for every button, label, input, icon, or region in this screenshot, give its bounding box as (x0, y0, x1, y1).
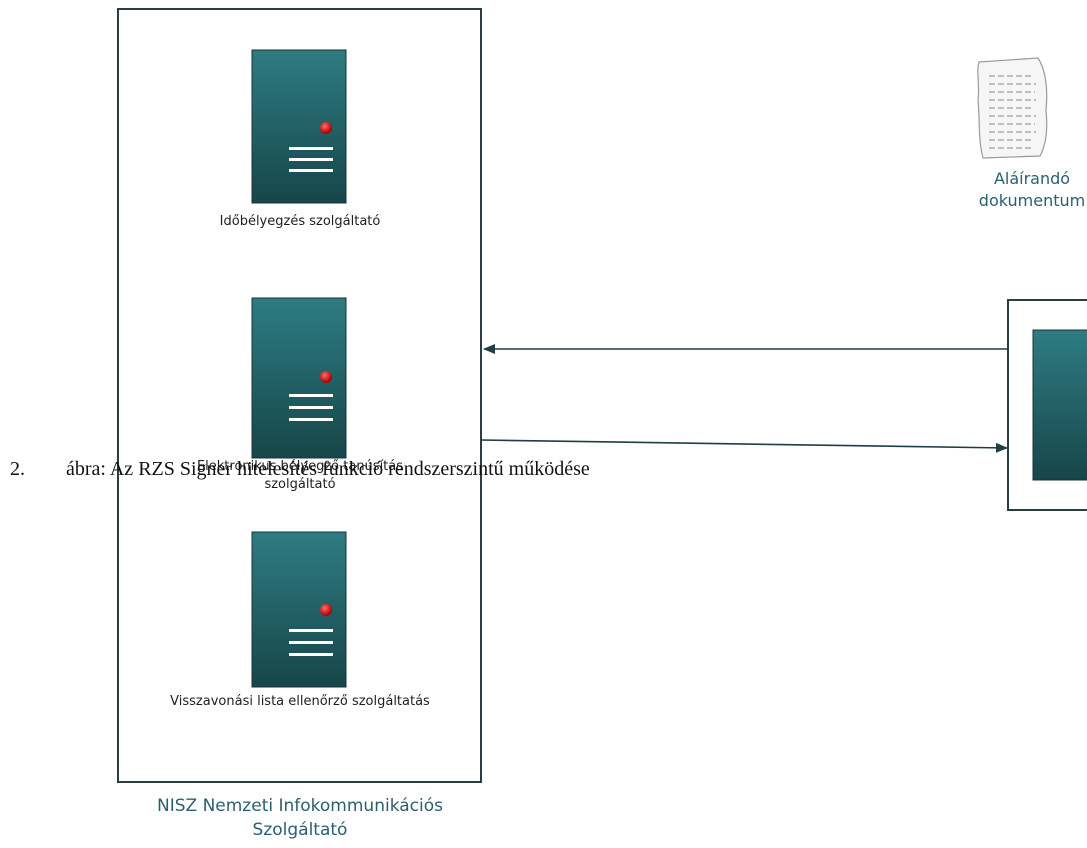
figure-caption: 2. ábra: Az RZS Signer hitelesítés funkci… (10, 458, 590, 481)
provider-container (117, 8, 482, 783)
document-label: Aláírandó dokumentum (978, 169, 1086, 210)
arrow-to-client (480, 439, 1008, 453)
client-server-icon (1032, 329, 1087, 481)
caption-text: ábra: Az RZS Signer hitelesítés funkció … (66, 458, 590, 480)
document-icon (977, 57, 1048, 159)
server-3-label: Visszavonási lista ellenőrző szolgáltatá… (170, 694, 430, 709)
seal-certificate-server-icon (251, 297, 347, 459)
caption-number: 2. (10, 458, 25, 480)
revocation-list-server-icon (251, 531, 347, 688)
server-1-label: Időbélyegzés szolgáltató (219, 214, 381, 229)
timestamp-server-icon (251, 49, 347, 204)
client-container (1007, 299, 1087, 511)
server-2-label: Elektronikus bélyegző tanúsítás szolgált… (196, 459, 404, 492)
provider-label: NISZ Nemzeti Infokommunikációs Szolgálta… (157, 796, 443, 840)
